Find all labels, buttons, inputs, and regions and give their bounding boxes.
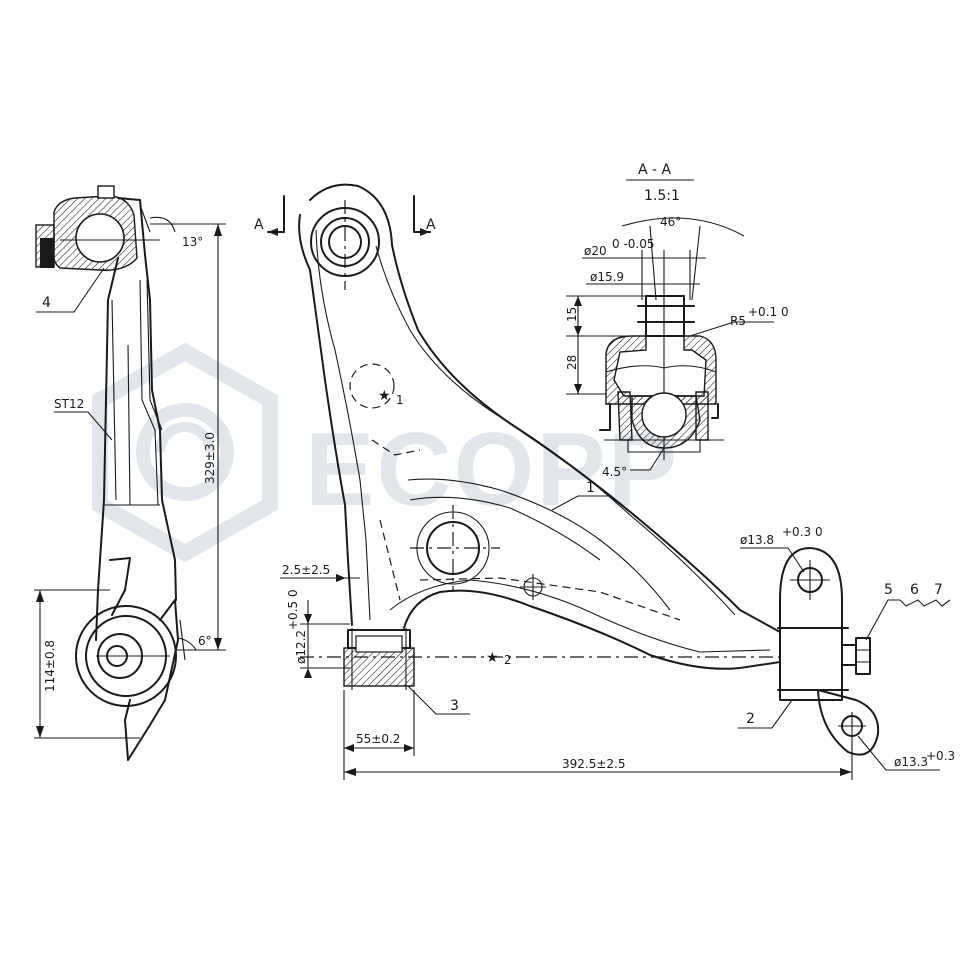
- dim-offset-label: 2.5±2.5: [282, 563, 330, 577]
- star-2-index: 2: [504, 653, 512, 667]
- side-view: 13° 6° 329±3.0 114±0.8 4 ST12: [34, 185, 226, 761]
- section-scale: 1.5:1: [644, 188, 680, 204]
- side-ball-joint: [35, 185, 160, 271]
- front-bushing: [343, 628, 415, 690]
- dim-bore-rear-bottom-tol: +0.3 0: [926, 749, 960, 763]
- center-hole: [426, 521, 480, 575]
- angle-13-label: 13°: [182, 235, 203, 249]
- section-title: A - A: [638, 162, 672, 178]
- dim-radius-tol: +0.1 0: [748, 305, 789, 319]
- angle-45-label: 4.5°: [602, 465, 627, 479]
- part-number-7: 7: [934, 582, 943, 598]
- dim-overall-length-label: 392.5±2.5: [562, 757, 626, 771]
- plan-view: A A ★ 1: [254, 183, 960, 780]
- dim-ball-stud-tol: 0 -0.05: [612, 237, 655, 251]
- star-1-index: 1: [396, 393, 404, 407]
- dim-bore-front-tol: +0.5 0: [286, 589, 300, 630]
- rear-bushing: [777, 547, 880, 756]
- material-label: ST12: [54, 397, 84, 411]
- part-number-4: 4: [42, 295, 51, 311]
- dim-radius-label: R5: [730, 314, 746, 328]
- dim-bore-front-label: ø12.2: [294, 630, 308, 664]
- star-2: ★: [486, 650, 499, 666]
- watermark-brand: ECOPP: [305, 412, 679, 528]
- section-marker-left: A: [254, 217, 264, 233]
- star-1: ★: [378, 388, 391, 404]
- dim-ball-stud-label: ø20: [584, 244, 607, 258]
- dim-bore-rear-top-tol: +0.3 0: [782, 525, 823, 539]
- dim-height-label: 329±3.0: [203, 432, 217, 484]
- part-number-1: 1: [586, 480, 595, 496]
- section-marker-right: A: [426, 217, 436, 233]
- dim-stud-a-label: 15: [565, 307, 579, 322]
- section-view: A - A 1.5:1 46° ø20 0 -0.05 ø15.9: [565, 162, 789, 479]
- dim-ball-label: ø15.9: [590, 270, 624, 284]
- part-number-3: 3: [450, 698, 459, 714]
- dim-bore-rear-top-label: ø13.8: [740, 533, 774, 547]
- part-number-6: 6: [910, 582, 919, 598]
- dim-bushing-height-label: 114±0.8: [43, 640, 57, 692]
- part-number-5: 5: [884, 582, 893, 598]
- watermark-logo-icon: [92, 342, 278, 563]
- watermark: ECOPP: [92, 342, 679, 563]
- angle-46-label: 46°: [660, 215, 681, 229]
- dim-stud-b-label: 28: [565, 355, 579, 370]
- angle-6-label: 6°: [198, 634, 212, 648]
- dim-bore-rear-bottom-label: ø13.3: [894, 755, 928, 769]
- side-bushing-outer: [75, 605, 177, 707]
- dim-bushing-width-label: 55±0.2: [356, 732, 400, 746]
- part-number-2: 2: [746, 711, 755, 727]
